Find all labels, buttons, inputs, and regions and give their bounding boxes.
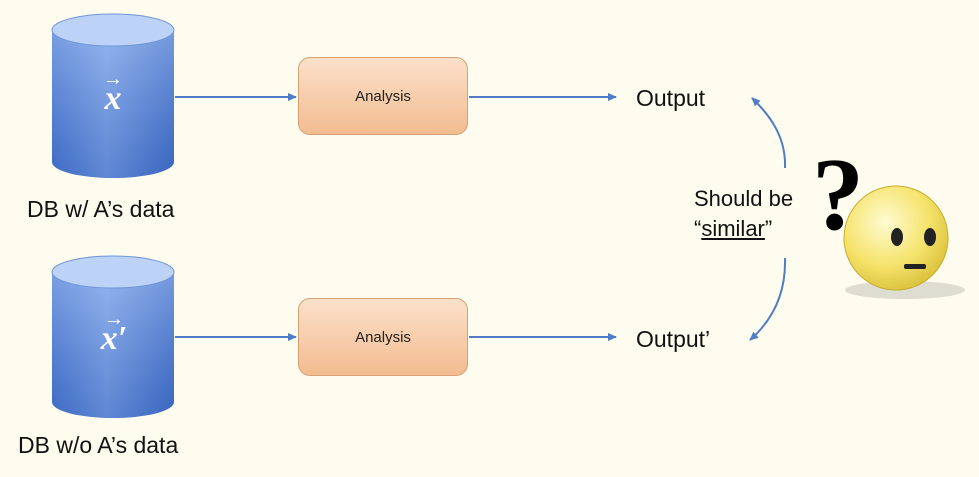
vector-arrow-icon: → bbox=[103, 68, 123, 90]
db-vector-symbol-top: → x bbox=[88, 68, 138, 120]
analysis-label: Analysis bbox=[355, 87, 411, 105]
similarity-note-line1: Should be bbox=[694, 186, 794, 211]
analysis-label: Analysis bbox=[355, 328, 411, 346]
arrow-similar-to-output-bottom bbox=[749, 257, 787, 341]
database-cylinder-bottom bbox=[51, 255, 175, 418]
output-label-top: Output bbox=[636, 85, 706, 111]
similarity-note-line2: “similar” bbox=[694, 216, 773, 241]
similarity-note: Should be “similar” bbox=[694, 184, 793, 244]
db-label-top: DB w/ A’s data bbox=[27, 196, 175, 222]
db-vector-symbol-bottom: → x′ bbox=[86, 308, 142, 360]
confused-face-icon bbox=[843, 185, 965, 299]
analysis-box-bottom: Analysis bbox=[298, 298, 468, 376]
vector-arrow-icon: → bbox=[104, 308, 124, 330]
similar-word: similar bbox=[701, 216, 765, 241]
db-label-bottom: DB w/o A’s data bbox=[18, 432, 179, 458]
database-cylinder-top bbox=[51, 13, 175, 178]
analysis-box-top: Analysis bbox=[298, 57, 468, 135]
arrow-similar-to-output-top bbox=[751, 97, 787, 169]
question-mark-icon: ? bbox=[812, 137, 864, 252]
output-label-bottom: Output’ bbox=[636, 326, 711, 352]
